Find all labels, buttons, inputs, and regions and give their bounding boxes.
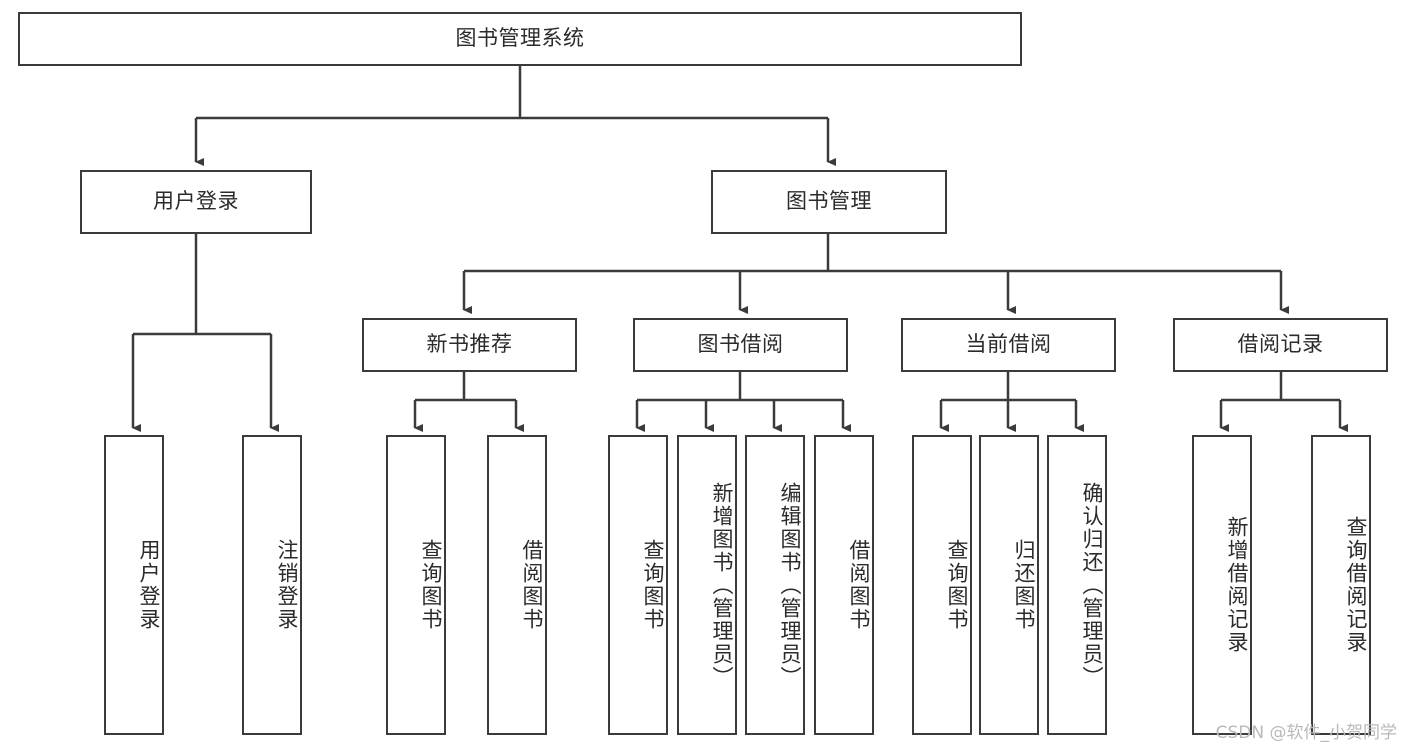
leaf-query-book-current[interactable]: 查询图书 (912, 435, 972, 735)
node-label: 新增图书（管理员） (710, 481, 734, 689)
leaf-user-logout[interactable]: 注销登录 (242, 435, 302, 735)
node-label: 注销登录 (275, 539, 299, 631)
leaf-query-book-borrow[interactable]: 查询图书 (608, 435, 668, 735)
node-label: 当前借阅 (965, 332, 1052, 357)
node-new-book-recommend[interactable]: 新书推荐 (362, 318, 577, 372)
node-label: 查询图书 (641, 539, 665, 631)
leaf-query-book-recommend[interactable]: 查询图书 (386, 435, 446, 735)
node-label: 确认归还（管理员） (1080, 481, 1104, 689)
node-book-management[interactable]: 图书管理 (711, 170, 947, 234)
leaf-borrow-book-recommend[interactable]: 借阅图书 (487, 435, 547, 735)
node-label: 图书管理系统 (455, 26, 585, 51)
leaf-edit-book-admin[interactable]: 编辑图书（管理员） (745, 435, 805, 735)
node-label: 查询借阅记录 (1344, 516, 1368, 654)
node-book-borrow[interactable]: 图书借阅 (633, 318, 848, 372)
node-label: 编辑图书（管理员） (778, 481, 802, 689)
node-label: 借阅图书 (847, 539, 871, 631)
leaf-confirm-return-admin[interactable]: 确认归还（管理员） (1047, 435, 1107, 735)
node-root-system[interactable]: 图书管理系统 (18, 12, 1022, 66)
node-current-borrow[interactable]: 当前借阅 (901, 318, 1116, 372)
csdn-watermark: CSDN @软件_小贺同学 (1215, 723, 1397, 743)
node-label: 用户登录 (153, 189, 239, 214)
leaf-return-book[interactable]: 归还图书 (979, 435, 1039, 735)
leaf-borrow-book[interactable]: 借阅图书 (814, 435, 874, 735)
node-label: 图书管理 (786, 189, 872, 214)
node-label: 图书借阅 (697, 332, 784, 357)
node-user-login[interactable]: 用户登录 (80, 170, 312, 234)
node-label: 用户登录 (137, 539, 161, 631)
node-label: 新增借阅记录 (1225, 516, 1249, 654)
node-label: 归还图书 (1012, 539, 1036, 631)
leaf-add-borrow-record[interactable]: 新增借阅记录 (1192, 435, 1252, 735)
node-label: 查询图书 (945, 539, 969, 631)
leaf-user-login[interactable]: 用户登录 (104, 435, 164, 735)
node-borrow-record[interactable]: 借阅记录 (1173, 318, 1388, 372)
node-label: 借阅记录 (1237, 332, 1324, 357)
node-label: 查询图书 (419, 539, 443, 631)
node-label: 借阅图书 (520, 539, 544, 631)
leaf-query-borrow-record[interactable]: 查询借阅记录 (1311, 435, 1371, 735)
node-label: 新书推荐 (426, 332, 513, 357)
leaf-add-book-admin[interactable]: 新增图书（管理员） (677, 435, 737, 735)
